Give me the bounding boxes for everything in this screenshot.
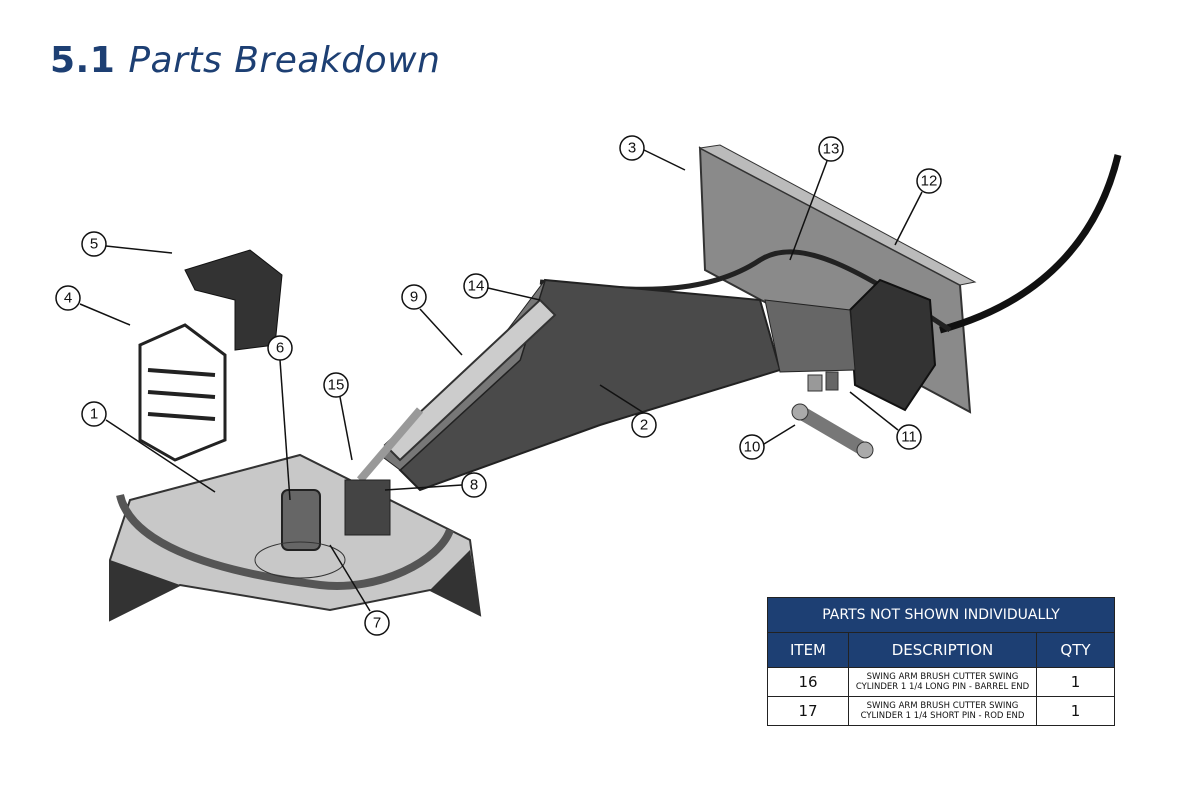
callout-8: 8 — [461, 472, 487, 498]
callout-9: 9 — [401, 284, 427, 310]
callout-13: 13 — [818, 136, 844, 162]
svg-text:4: 4 — [64, 290, 72, 307]
svg-text:14: 14 — [468, 278, 485, 295]
callout-12: 12 — [916, 168, 942, 194]
header-description: DESCRIPTION — [848, 632, 1037, 668]
description-line: CYLINDER 1 1/4 LONG PIN - BARREL END — [855, 682, 1030, 692]
svg-text:15: 15 — [328, 377, 345, 394]
header-qty: QTY — [1036, 632, 1115, 668]
callout-3: 3 — [619, 135, 645, 161]
description-line: SWING ARM BRUSH CUTTER SWING — [866, 672, 1019, 682]
header-item: ITEM — [767, 632, 849, 668]
hydraulic-cylinder — [356, 298, 557, 483]
svg-text:8: 8 — [470, 477, 478, 494]
description-line: SWING ARM BRUSH CUTTER SWING — [866, 701, 1019, 711]
callout-2: 2 — [631, 412, 657, 438]
callout-7: 7 — [364, 610, 390, 636]
description-line: CYLINDER 1 1/4 SHORT PIN - ROD END — [860, 711, 1025, 721]
parts-not-shown-table: PARTS NOT SHOWN INDIVIDUALLY ITEM DESCRI… — [767, 597, 1115, 726]
svg-text:2: 2 — [640, 417, 648, 434]
leader-lines — [79, 149, 923, 612]
section-title: Parts Breakdown — [128, 40, 441, 81]
page-title: 5.1 Parts Breakdown — [50, 40, 440, 81]
callout-11: 11 — [896, 424, 922, 450]
svg-text:3: 3 — [628, 140, 636, 157]
qty-cell: 1 — [1036, 667, 1115, 697]
callout-15: 15 — [323, 372, 349, 398]
item-cell: 17 — [767, 696, 849, 726]
svg-text:6: 6 — [276, 340, 284, 357]
callout-1: 1 — [81, 401, 107, 427]
swing-arm — [379, 278, 782, 492]
svg-text:5: 5 — [90, 236, 98, 253]
section-number: 5.1 — [50, 40, 116, 81]
svg-text:12: 12 — [921, 173, 938, 190]
svg-text:11: 11 — [901, 429, 917, 446]
table-caption: PARTS NOT SHOWN INDIVIDUALLY — [767, 597, 1115, 633]
callout-14: 14 — [463, 273, 489, 299]
link-bar — [791, 403, 874, 459]
bushing — [825, 371, 839, 391]
svg-text:13: 13 — [823, 141, 840, 158]
callout-10: 10 — [739, 434, 765, 460]
item-cell: 16 — [767, 667, 849, 697]
callout-5: 5 — [81, 231, 107, 257]
valve-block — [764, 278, 937, 412]
qty-cell: 1 — [1036, 696, 1115, 726]
hydraulic-hose — [939, 154, 1122, 334]
svg-text:9: 9 — [410, 289, 418, 306]
guard-bracket — [138, 249, 283, 462]
svg-text:1: 1 — [90, 406, 98, 423]
hydraulic-motor — [254, 479, 391, 579]
callout-6: 6 — [267, 335, 293, 361]
svg-text:7: 7 — [373, 615, 381, 632]
pin — [807, 374, 823, 392]
callout-4: 4 — [55, 285, 81, 311]
svg-text:10: 10 — [744, 439, 761, 456]
